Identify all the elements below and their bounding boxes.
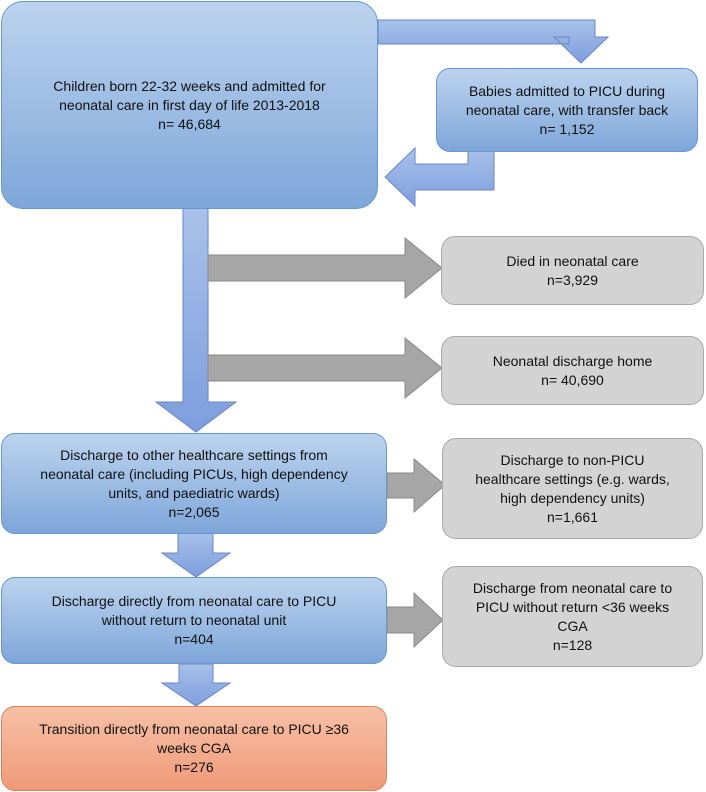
cohort-line-2: neonatal care in first day of life 2013-… [59,96,320,113]
arrow-to-died [207,236,443,300]
picu-transfer-back-line-2: neonatal care, with transfer back [465,101,669,118]
picu-transfer-back-count: n= 1,152 [539,120,595,137]
transition-ge36-box: Transition directly from neonatal care t… [1,706,387,791]
non-picu-box: Discharge to non-PICU healthcare setting… [442,438,703,539]
arrow-to-transition [160,663,232,707]
direct-picu-line-1: Discharge directly from neonatal care to… [51,593,337,609]
picu-lt36-count: n=128 [552,636,593,653]
picu-transfer-back-box: Babies admitted to PICU during neonatal … [436,68,698,152]
transition-ge36-count: n=276 [174,759,214,775]
non-picu-line-3: high dependency units) [500,489,645,506]
discharge-home-count: n= 40,690 [541,371,604,388]
arrow-to-non-picu [386,457,446,514]
non-picu-line-1: Discharge to non-PICU [500,451,645,468]
arrow-to-picu-lt36 [386,591,444,649]
picu-lt36-line-1: Discharge from neonatal care to [472,579,673,596]
other-healthcare-line-3: units, and paediatric wards) [108,484,280,501]
other-healthcare-count: n=2,065 [168,503,220,520]
main-down-arrow [154,207,238,433]
transition-ge36-line-2: weeks CGA [157,740,231,756]
discharge-home-box: Neonatal discharge home n= 40,690 [441,336,704,405]
discharge-home-label: Neonatal discharge home [492,352,653,369]
other-healthcare-line-2: neonatal care (including PICUs, high dep… [40,465,348,482]
cohort-count: n= 46,684 [158,115,221,132]
died-box: Died in neonatal care n=3,929 [441,236,704,305]
picu-lt36-line-2: PICU without return <36 weeks [475,598,670,615]
transition-ge36-line-1: Transition directly from neonatal care t… [39,721,349,737]
arrow-to-picu-transfer [377,19,610,64]
direct-picu-line-2: without return to neonatal unit [101,612,287,628]
arrow-to-discharge-home [207,336,443,400]
non-picu-count: n=1,661 [547,508,598,525]
picu-lt36-line-3: CGA [557,617,588,634]
died-label: Died in neonatal care [506,252,639,269]
died-count: n=3,929 [547,271,598,288]
picu-transfer-back-line-1: Babies admitted to PICU during [468,82,666,99]
arrow-to-direct-picu [160,532,232,578]
cohort-box: Children born 22-32 weeks and admitted f… [1,1,378,209]
cohort-line-1: Children born 22-32 weeks and admitted f… [53,77,326,94]
direct-picu-count: n=404 [174,631,214,647]
arrow-from-picu-transfer [384,146,495,208]
other-healthcare-line-1: Discharge to other healthcare settings f… [60,446,328,463]
direct-picu-box: Discharge directly from neonatal care to… [1,577,387,664]
other-healthcare-box: Discharge to other healthcare settings f… [1,433,387,534]
non-picu-line-2: healthcare settings (e.g. wards, [475,470,670,487]
picu-lt36-box: Discharge from neonatal care to PICU wit… [442,566,703,667]
